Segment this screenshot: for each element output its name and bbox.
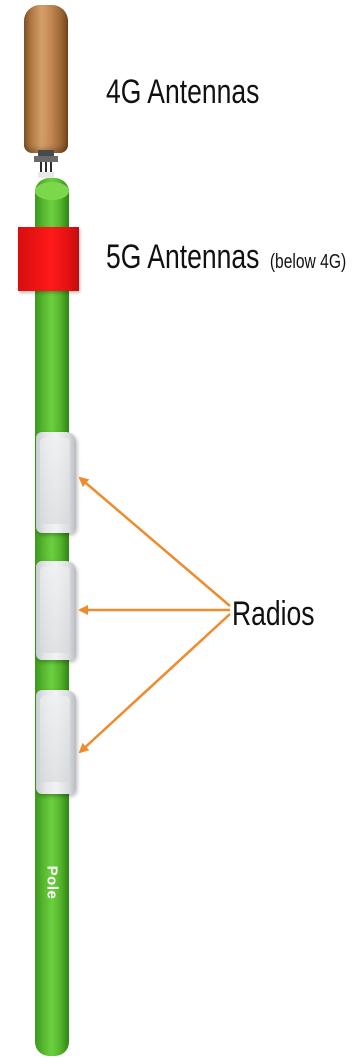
pole-label-box: Pole	[38, 852, 66, 912]
antenna-connector	[34, 150, 58, 178]
pole-label: Pole	[43, 865, 61, 899]
radio-unit	[36, 432, 76, 533]
pole-top-cap	[35, 182, 69, 200]
arrow-to-radio-3	[78, 613, 231, 754]
label-radios-text: Radios	[232, 595, 315, 633]
label-4g-text: 4G Antennas	[106, 73, 260, 111]
label-5g-note: (below 4G)	[269, 251, 347, 273]
antenna-5g	[18, 227, 79, 291]
label-radios: Radios	[232, 594, 315, 634]
radio-unit	[36, 561, 76, 660]
label-5g-antennas: 5G Antennas (below 4G)	[106, 237, 346, 282]
label-5g-text: 5G Antennas	[106, 238, 260, 276]
radio-unit	[36, 690, 76, 794]
label-4g-antennas: 4G Antennas	[106, 72, 259, 112]
antenna-4g	[24, 5, 68, 153]
arrow-to-radio-1	[78, 476, 231, 607]
